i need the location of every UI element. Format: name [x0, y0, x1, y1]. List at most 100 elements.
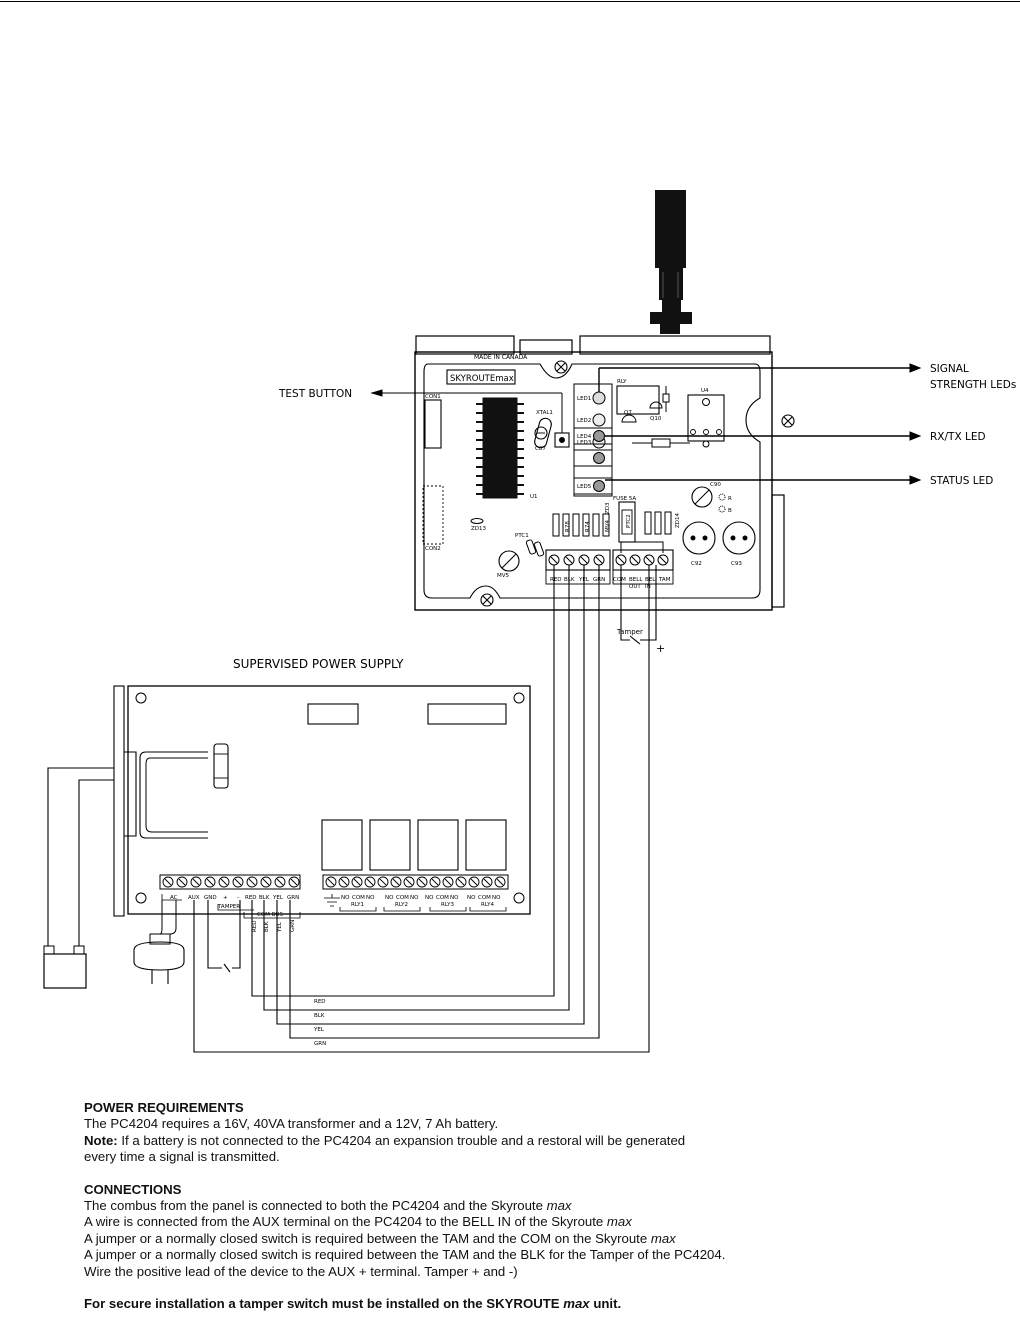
con1-label: CON1: [425, 394, 441, 400]
secure-note: For secure installation a tamper switch …: [84, 1296, 884, 1312]
note-label: Note:: [84, 1132, 118, 1148]
vwire-grn: GRN: [290, 920, 296, 932]
c93-label: C93: [731, 561, 742, 567]
leader-lines: [370, 363, 922, 485]
r2-no: NO: [385, 895, 394, 901]
led1-label: LED1: [577, 396, 591, 402]
note-text: If a battery is not connected to the PC4…: [117, 1132, 686, 1148]
conn-3-text: A jumper or a normally closed switch is …: [84, 1230, 651, 1246]
note-line: Note: If a battery is not connected to t…: [84, 1133, 884, 1149]
secure-text-a: For secure installation a tamper switch …: [84, 1296, 564, 1312]
xtal1-label: XTAL1: [536, 410, 553, 416]
signal-label-1: SIGNAL: [930, 363, 969, 375]
b-label: B: [728, 508, 732, 514]
comp1-label: R78: [565, 521, 571, 532]
rly1-label: RLY1: [351, 902, 364, 908]
conn-1-text: The combus from the panel is connected t…: [84, 1198, 547, 1214]
term-sub-in: IN: [645, 584, 651, 590]
r3-com: COM: [436, 895, 449, 901]
comp4-label: MV4: [605, 519, 611, 532]
note-line-2: every time a signal is transmitted.: [84, 1149, 280, 1165]
wire-red-label: RED: [314, 999, 326, 1005]
relay-term-labels: NO COM NO NO COM NO NO COM NO NO COM NO: [341, 895, 501, 901]
ps-minus: -: [237, 895, 239, 901]
rly4-label: RLY4: [481, 902, 495, 908]
con2-label: CON2: [425, 546, 441, 552]
term-yel: YEL: [578, 577, 590, 583]
mv5-label: MV5: [497, 573, 510, 579]
wire-blk-label: BLK: [314, 1013, 325, 1019]
term-red: RED: [550, 577, 562, 583]
ps-aux: AUX: [188, 895, 200, 901]
brand-label: SKYROUTEmax: [450, 374, 514, 384]
led5-label: LED5: [577, 484, 592, 490]
power-supply-board: [113, 685, 531, 919]
c90-label: C90: [710, 482, 721, 488]
conn-2-text: A wire is connected from the AUX termina…: [84, 1214, 607, 1230]
rly3-label: RLY3: [441, 902, 455, 908]
connections-heading: CONNECTIONS: [84, 1181, 182, 1197]
ps-ac: AC: [170, 895, 178, 901]
conn-4: A jumper or a normally closed switch is …: [84, 1247, 726, 1263]
u4-label: U4: [701, 388, 709, 394]
rly2-label: RLY2: [395, 902, 408, 908]
rly-label: RLY: [617, 379, 627, 385]
ps-yel: YEL: [272, 895, 284, 901]
secure-em: max: [563, 1296, 590, 1312]
transformer-battery: [43, 767, 185, 989]
vwire-blk: BLK: [264, 921, 270, 932]
zd14-label: ZD14: [675, 512, 681, 528]
secure-text-b: unit.: [589, 1296, 622, 1312]
r2-com: COM: [396, 895, 409, 901]
supply-labels: SUPERVISED POWER SUPPLY Tamper + AC AUX …: [170, 628, 665, 1047]
conn-2: A wire is connected from the AUX termina…: [84, 1214, 884, 1230]
ps-blk: BLK: [259, 895, 270, 901]
plus-label: +: [656, 642, 665, 655]
conn-2-em: max: [606, 1214, 632, 1230]
r2-no2: NO: [410, 895, 419, 901]
conn-1: The combus from the panel is connected t…: [84, 1198, 884, 1214]
c87-label: C87: [535, 446, 546, 452]
conn-3-em: max: [650, 1230, 676, 1246]
zd13-label: ZD13: [471, 526, 487, 532]
antenna: [650, 190, 692, 334]
r1-no: NO: [341, 895, 350, 901]
r4-no2: NO: [492, 895, 501, 901]
c92-label: C92: [691, 561, 702, 567]
r1-com: COM: [352, 895, 365, 901]
test-button-label: TEST BUTTON: [278, 388, 352, 400]
conn-1-em: max: [546, 1198, 572, 1214]
wire-yel-label: YEL: [313, 1027, 325, 1033]
r-label: R: [728, 496, 732, 502]
vwire-yel: YEL: [277, 921, 283, 933]
r1-no2: NO: [366, 895, 375, 901]
u1-label: U1: [530, 494, 538, 500]
ps-tamper: TAMPER: [217, 904, 240, 910]
tamper-label: Tamper: [616, 628, 643, 636]
ps-plus: +: [223, 895, 228, 901]
power-line: The PC4204 requires a 16V, 40VA transfor…: [84, 1116, 499, 1132]
wiring-diagram: TEST BUTTON SIGNAL STRENGTH LEDs RX/TX L…: [43, 190, 1016, 1053]
ps-gnd: GND: [204, 895, 217, 901]
conn-5: Wire the positive lead of the device to …: [84, 1263, 518, 1279]
term-grn: GRN: [593, 577, 605, 583]
callout-labels: TEST BUTTON SIGNAL STRENGTH LEDs RX/TX L…: [278, 363, 1016, 487]
vwire-red: RED: [252, 920, 258, 932]
ptc1-label: PTC1: [515, 533, 529, 539]
term-bell: BELL: [629, 577, 643, 583]
skyroute-board: [414, 335, 795, 611]
combus-wires: [193, 565, 657, 1053]
ps-red: RED: [245, 895, 257, 901]
q10-label: Q10: [650, 416, 662, 422]
ptc2-label: PTC2: [626, 514, 632, 528]
comp2-label: R74: [585, 521, 591, 532]
q7-label: Q7: [624, 410, 632, 416]
led2-label: LED2: [577, 418, 591, 424]
led4-label: LED4: [577, 434, 592, 440]
top-rule: [0, 1, 1020, 2]
ps-combus: COM BUS: [257, 912, 283, 918]
signal-label-2: STRENGTH LEDs: [930, 379, 1016, 391]
r4-com: COM: [478, 895, 491, 901]
board-labels: MADE IN CANADA SKYROUTEmax LED1 LED2 LED…: [425, 354, 742, 590]
rxtx-led-label: RX/TX LED: [930, 431, 986, 443]
